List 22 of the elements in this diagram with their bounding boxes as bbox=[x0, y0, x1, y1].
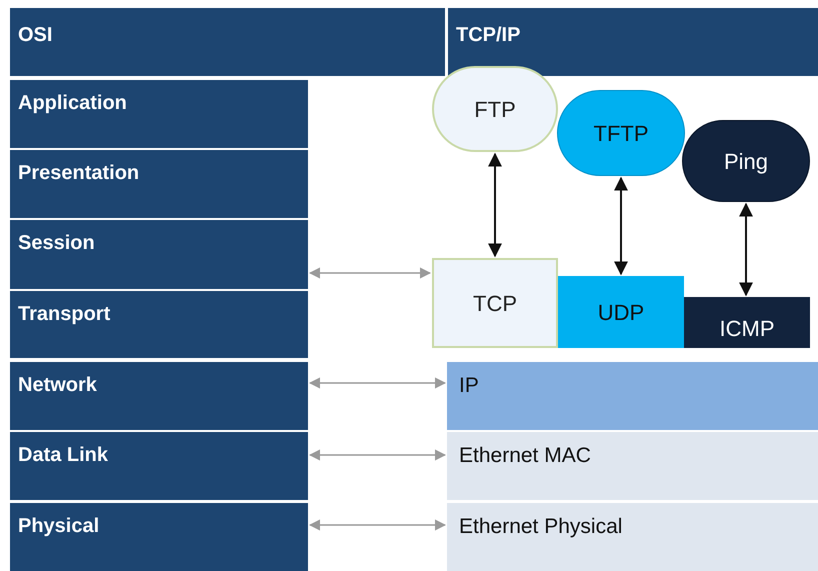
double-arrow bbox=[308, 519, 446, 531]
double-arrow bbox=[308, 449, 446, 461]
layer-box: Physical bbox=[10, 503, 308, 571]
layer-band: Ethernet Physical bbox=[447, 503, 818, 571]
layer-box: Application bbox=[10, 80, 308, 148]
layer-box: Data Link bbox=[10, 432, 308, 500]
double-arrow bbox=[614, 176, 628, 276]
double-arrow bbox=[308, 267, 432, 279]
protocol-box: TCP bbox=[432, 258, 558, 348]
layer-box: Presentation bbox=[10, 150, 308, 218]
header-bar: TCP/IP bbox=[448, 8, 818, 76]
double-arrow bbox=[308, 377, 446, 389]
layer-band: Ethernet MAC bbox=[447, 432, 818, 500]
layer-box: Transport bbox=[10, 291, 308, 358]
layer-box: Network bbox=[10, 362, 308, 430]
protocol-box: ICMP bbox=[684, 297, 810, 348]
double-arrow bbox=[488, 152, 502, 258]
protocol-box: UDP bbox=[558, 276, 684, 348]
double-arrow bbox=[739, 202, 753, 296]
layer-band: IP bbox=[447, 362, 818, 430]
header-bar: OSI bbox=[10, 8, 445, 76]
layer-box: Session bbox=[10, 220, 308, 289]
